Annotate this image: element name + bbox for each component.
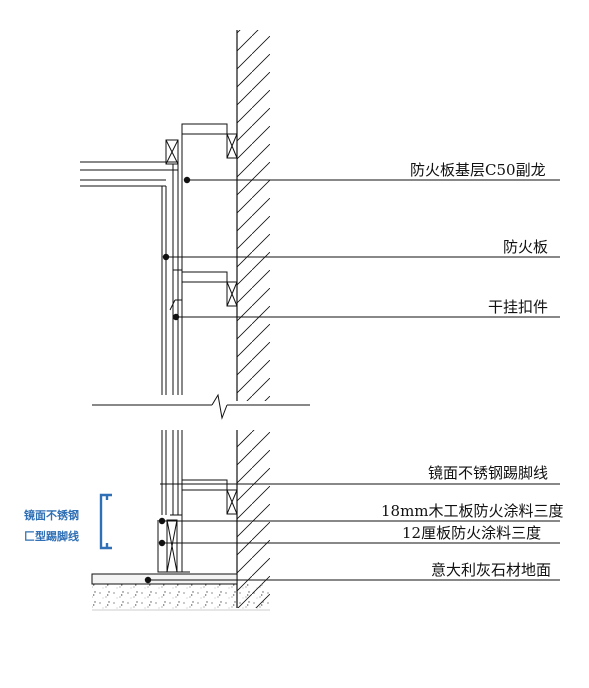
wall-assembly-lower: [157, 430, 238, 573]
callout-dry-hang-clip: 干挂扣件: [488, 298, 548, 316]
c-profile-icon: [99, 493, 112, 550]
callout-fireproof-keel: 防火板基层C50副龙: [410, 161, 546, 179]
leader-dot: [162, 253, 170, 261]
leader-dot: [172, 313, 180, 321]
wall-assembly-upper: [80, 123, 238, 395]
leader-dot: [144, 576, 152, 584]
callout-fireproof-board: 防火板: [503, 238, 548, 256]
side-note-line2: 匚型踢脚线: [24, 529, 79, 543]
side-note-line1: 镜面不锈钢: [24, 508, 79, 522]
stone-floor-slab: [91, 573, 270, 611]
callout-stone-floor: 意大利灰石材地面: [431, 561, 551, 579]
leader-dot: [158, 517, 166, 525]
callout-mirror-steel-baseboard: 镜面不锈钢踢脚线: [428, 464, 548, 482]
leader-lines: [148, 179, 560, 581]
side-note: 镜面不锈钢 匚型踢脚线: [24, 493, 112, 550]
leader-dot: [158, 539, 166, 547]
leader-dot: [183, 176, 191, 184]
concrete-wall: [236, 30, 270, 608]
leader-dots: [144, 176, 191, 584]
callout-wood-board: 18mm木工板防火涂料三度: [381, 502, 564, 520]
callout-labels: 防火板基层C50副龙 防火板 干挂扣件 镜面不锈钢踢脚线 18mm木工板防火涂料…: [381, 161, 564, 579]
callout-plywood: 12厘板防火涂料三度: [402, 524, 541, 542]
break-line: [92, 393, 310, 420]
